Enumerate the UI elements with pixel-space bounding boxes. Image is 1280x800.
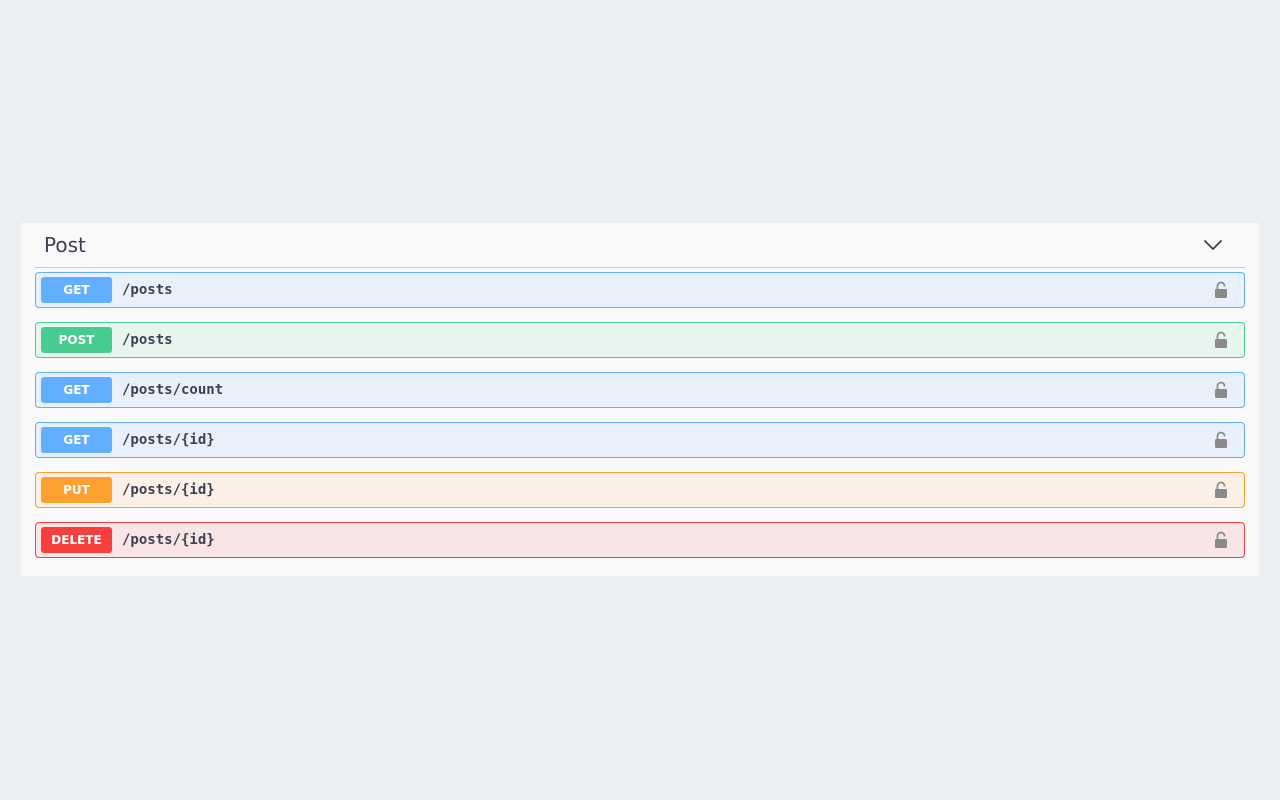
section-title: Post (44, 233, 86, 257)
section-header[interactable]: Post (35, 223, 1245, 268)
operation-row[interactable]: GET /posts/count (35, 372, 1245, 408)
unlock-icon[interactable] (1214, 331, 1228, 349)
operation-row[interactable]: GET /posts/{id} (35, 422, 1245, 458)
operation-path: /posts (122, 332, 173, 348)
operation-row[interactable]: DELETE /posts/{id} (35, 522, 1245, 558)
unlock-icon[interactable] (1214, 431, 1228, 449)
operation-path: /posts (122, 282, 173, 298)
method-badge: DELETE (41, 527, 112, 553)
unlock-icon[interactable] (1214, 381, 1228, 399)
post-section: Post GET /posts POST /posts GET /posts/c… (21, 223, 1259, 576)
operation-row[interactable]: PUT /posts/{id} (35, 472, 1245, 508)
method-badge: POST (41, 327, 112, 353)
method-badge: PUT (41, 477, 112, 503)
operation-list: GET /posts POST /posts GET /posts/count … (35, 272, 1245, 572)
operation-path: /posts/{id} (122, 432, 215, 448)
unlock-icon[interactable] (1214, 481, 1228, 499)
method-badge: GET (41, 377, 112, 403)
unlock-icon[interactable] (1214, 531, 1228, 549)
operation-path: /posts/{id} (122, 532, 215, 548)
unlock-icon[interactable] (1214, 281, 1228, 299)
operation-path: /posts/count (122, 382, 224, 398)
method-badge: GET (41, 277, 112, 303)
operation-path: /posts/{id} (122, 482, 215, 498)
chevron-down-icon[interactable] (1203, 235, 1223, 255)
operation-row[interactable]: POST /posts (35, 322, 1245, 358)
method-badge: GET (41, 427, 112, 453)
operation-row[interactable]: GET /posts (35, 272, 1245, 308)
